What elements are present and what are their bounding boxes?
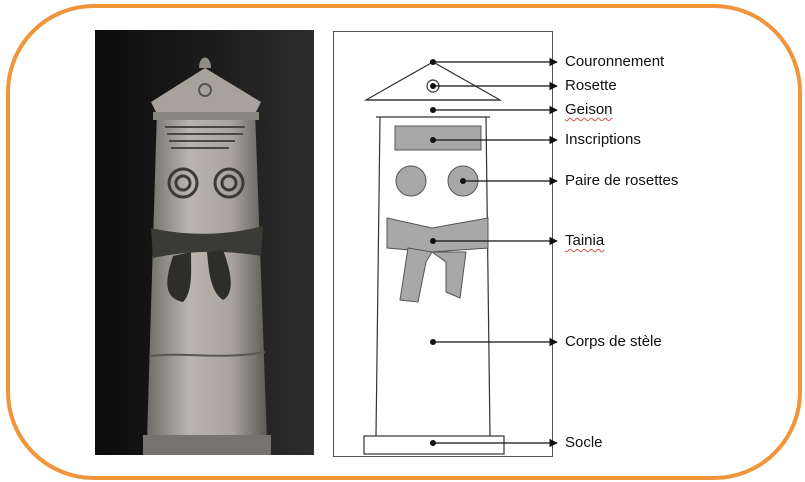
schema-pediment — [366, 62, 500, 100]
schema-tainia-ribbon-right — [432, 252, 466, 298]
label-socle: Socle — [565, 434, 603, 452]
schema-shaft-right — [486, 117, 490, 436]
schema-tainia-ribbon-left — [400, 248, 432, 302]
label-geison: Geison — [565, 101, 613, 119]
schema-inscription-block — [395, 126, 481, 150]
label-tainia: Tainia — [565, 232, 604, 250]
label-inscriptions: Inscriptions — [565, 131, 641, 149]
label-couronnement: Couronnement — [565, 53, 664, 71]
label-corps-de-stele: Corps de stèle — [565, 333, 662, 351]
schema-tainia-band — [387, 218, 488, 252]
label-rosette: Rosette — [565, 77, 617, 95]
label-paire-de-rosettes: Paire de rosettes — [565, 172, 678, 190]
schema-rosette-left — [396, 166, 426, 196]
schema-shaft-left — [376, 117, 380, 436]
